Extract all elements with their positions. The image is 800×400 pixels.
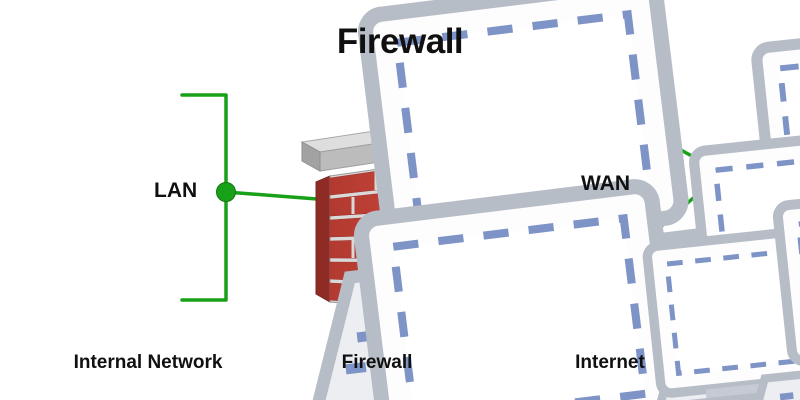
lan-link-bottom-laptop <box>180 190 228 302</box>
lan-to-firewall-link <box>224 190 332 202</box>
wall-cap-side <box>301 141 321 172</box>
firewall-caption: Firewall <box>341 352 413 373</box>
diagram-title: Firewall <box>336 22 464 61</box>
lan-label: LAN <box>154 179 198 202</box>
wan-label: WAN <box>581 172 630 195</box>
internet-caption: Internet <box>575 352 645 373</box>
lan-hub-node <box>216 182 236 202</box>
lan-link-top-laptop <box>180 93 228 194</box>
internal-network-caption: Internal Network <box>73 352 223 373</box>
wall-side-face <box>315 175 331 303</box>
